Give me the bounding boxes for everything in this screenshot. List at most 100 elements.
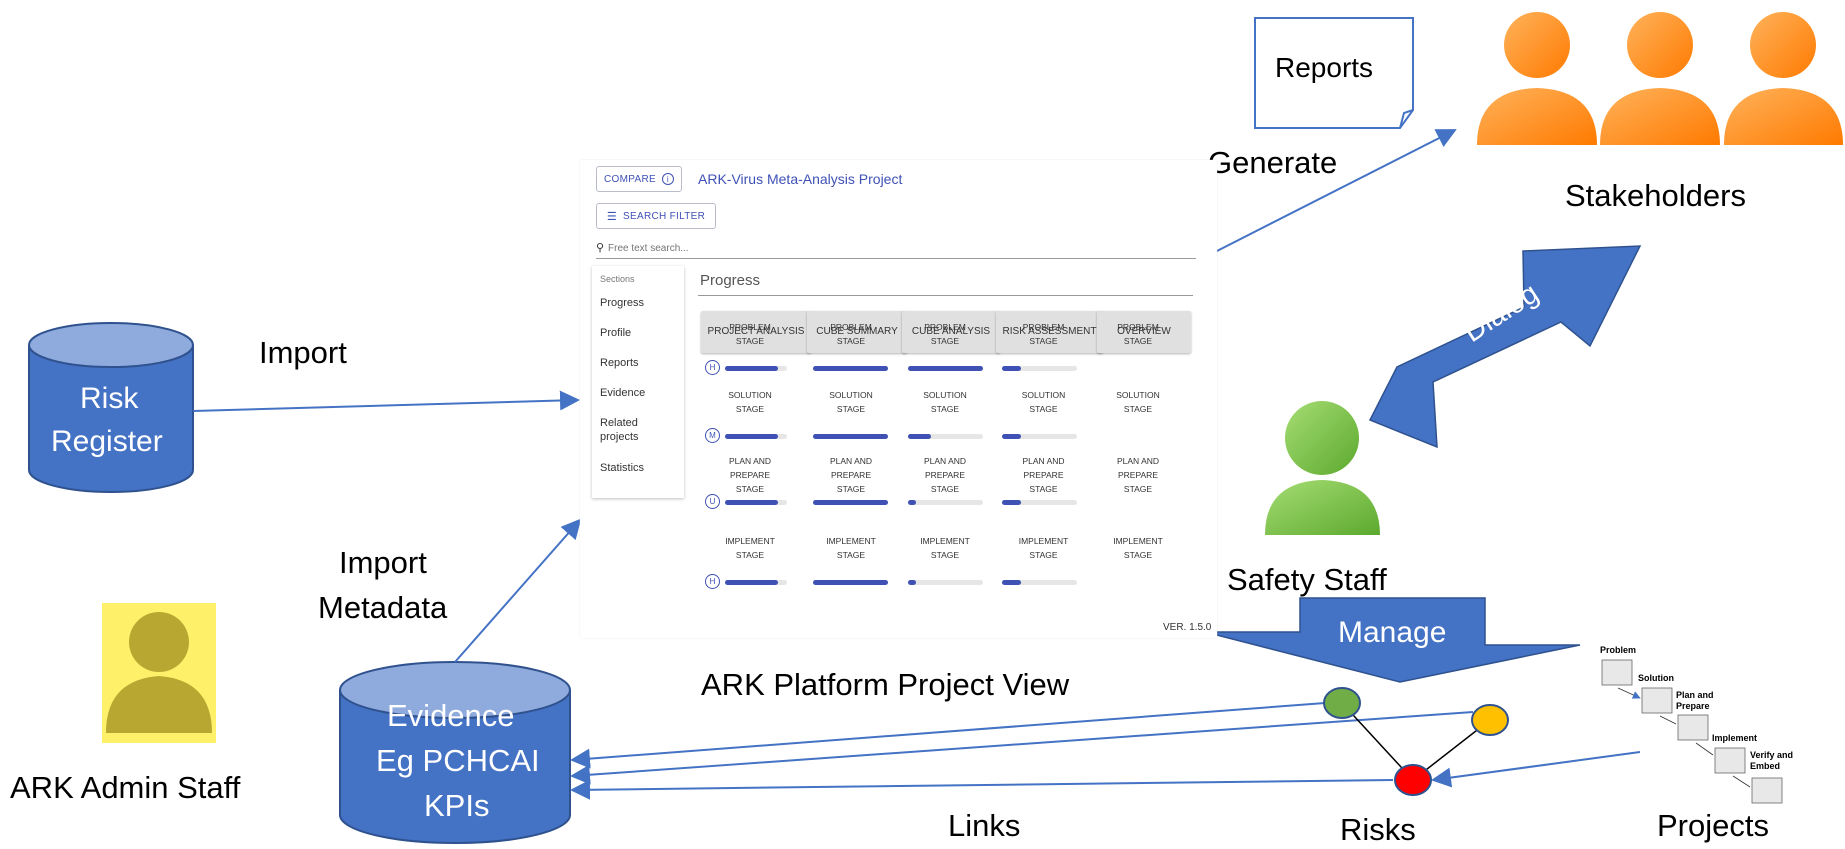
mini-plan-label-2: Prepare <box>1676 701 1710 711</box>
sections-header: Sections <box>600 274 635 284</box>
progress-bar-fill <box>813 434 888 439</box>
progress-column-button[interactable]: RISK ASSESSMENT <box>996 311 1103 353</box>
stage-label: IMPLEMENT STAGE <box>1018 536 1069 560</box>
progress-bar <box>813 500 888 505</box>
compare-button-label: COMPARE <box>604 173 656 185</box>
evidence-label-1: Evidence <box>387 698 515 733</box>
progress-bar-fill <box>813 500 888 505</box>
mini-solution-label: Solution <box>1638 673 1674 683</box>
search-icon: ⚲ <box>596 242 605 254</box>
progress-bar <box>1002 434 1077 439</box>
search-input[interactable] <box>608 240 1168 256</box>
dialog-double-arrow <box>1368 245 1642 449</box>
priority-badge: H <box>705 360 720 375</box>
stage-label: PLAN AND PREPARE STAGE <box>1116 456 1160 494</box>
stage-label: SOLUTION STAGE <box>1021 390 1066 414</box>
stage-label: SOLUTION STAGE <box>728 390 772 414</box>
import-metadata-arrow <box>454 518 582 663</box>
progress-bar <box>908 434 983 439</box>
sidebar-item-related-projects[interactable]: Related projects <box>600 417 639 443</box>
progress-bar-fill <box>725 366 778 371</box>
stage-label: IMPLEMENT STAGE <box>920 536 970 560</box>
manage-label: Manage <box>1338 616 1447 649</box>
progress-bar <box>1002 366 1077 371</box>
risk-register-label-1: Risk <box>80 382 139 415</box>
progress-bar <box>725 500 787 505</box>
generate-label: Generate <box>1208 145 1338 180</box>
sections-sidebar: Sections Progress Profile Reports Eviden… <box>592 266 684 498</box>
progress-bar-fill <box>725 500 778 505</box>
stakeholders-label: Stakeholders <box>1565 178 1746 213</box>
progress-bar <box>725 580 787 585</box>
stage-label: PLAN AND PREPARE STAGE <box>728 456 772 494</box>
stage-label: IMPLEMENT STAGE <box>725 536 775 560</box>
progress-bar-fill <box>908 580 916 585</box>
priority-badge: U <box>705 494 720 509</box>
evidence-label-3: KPIs <box>424 788 490 823</box>
mini-verify-label-2: Embed <box>1750 761 1781 771</box>
stage-label: PROBLEM STAGE <box>1117 322 1159 346</box>
progress-bar-fill <box>1002 580 1021 585</box>
sidebar-item-progress[interactable]: Progress <box>600 297 645 309</box>
progress-bar <box>725 366 787 371</box>
sidebar-item-profile[interactable]: Profile <box>600 327 632 339</box>
import-metadata-label-2: Metadata <box>318 590 448 625</box>
safety-staff-label: Safety Staff <box>1227 562 1387 597</box>
progress-bar-fill <box>1002 366 1021 371</box>
progress-bar <box>908 500 983 505</box>
ark-platform-screenshot: COMPARE i ARK-Virus Meta-Analysis Projec… <box>580 160 1217 638</box>
sidebar-item-statistics[interactable]: Statistics <box>600 462 645 474</box>
search-bar[interactable]: ⚲ <box>596 240 1196 259</box>
search-filter-button[interactable]: ☰ SEARCH FILTER <box>596 203 716 229</box>
link-arrow-green <box>570 702 1326 769</box>
mini-verify-label-1: Verify and <box>1750 750 1794 760</box>
projects-to-risks-arrow <box>1431 751 1641 788</box>
stage-label: PROBLEM STAGE <box>830 322 872 346</box>
risk-node-yellow <box>1471 704 1509 736</box>
stage-label: PROBLEM STAGE <box>1022 322 1065 346</box>
compare-button[interactable]: COMPARE i <box>596 166 682 192</box>
risk-node-red <box>1394 764 1432 796</box>
projects-label: Projects <box>1657 808 1769 843</box>
priority-badge: H <box>705 574 720 589</box>
filter-icon: ☰ <box>606 210 618 223</box>
evidence-label-2: Eg PCHCAI <box>376 743 540 778</box>
stage-label: SOLUTION STAGE <box>1116 390 1160 414</box>
generate-arrow <box>1214 129 1457 253</box>
stage-label: PROBLEM STAGE <box>729 322 771 346</box>
progress-column-button[interactable]: CUBE ANALYSIS <box>902 311 1000 353</box>
stage-label: IMPLEMENT STAGE <box>1113 536 1163 560</box>
progress-bar-fill <box>813 366 888 371</box>
risk-register-label-2: Register <box>51 425 163 458</box>
import-label: Import <box>259 335 347 370</box>
progress-bar <box>908 580 983 585</box>
platform-view-label: ARK Platform Project View <box>701 667 1070 702</box>
progress-column-button[interactable]: OVERVIEW <box>1097 311 1191 353</box>
sidebar-item-evidence[interactable]: Evidence <box>600 387 646 399</box>
sidebar-item-reports[interactable]: Reports <box>600 357 639 369</box>
stage-label: SOLUTION STAGE <box>829 390 873 414</box>
info-icon: i <box>661 173 674 185</box>
progress-column-button[interactable]: PROJECT ANALYSIS <box>701 311 811 353</box>
progress-bar-fill <box>813 580 888 585</box>
progress-bar-fill <box>908 434 931 439</box>
progress-bar <box>813 366 888 371</box>
progress-bar <box>1002 500 1077 505</box>
progress-bar-fill <box>725 580 778 585</box>
ark-admin-staff-label: ARK Admin Staff <box>10 770 241 805</box>
projects-process-diagram <box>1601 659 1783 804</box>
priority-badge: M <box>705 428 720 443</box>
progress-divider <box>698 295 1193 296</box>
progress-bar-fill <box>1002 434 1021 439</box>
progress-column-button[interactable]: CUBE SUMMARY <box>807 311 907 353</box>
reports-document <box>1254 17 1414 129</box>
progress-bar <box>813 580 888 585</box>
stage-label: PROBLEM STAGE <box>924 322 966 346</box>
stage-label: PLAN AND PREPARE STAGE <box>923 456 967 494</box>
mini-plan-label-1: Plan and <box>1676 690 1714 700</box>
ark-admin-figure <box>102 603 216 743</box>
links-label: Links <box>948 808 1021 843</box>
progress-bar-fill <box>908 500 916 505</box>
risk-node-green <box>1323 687 1361 719</box>
